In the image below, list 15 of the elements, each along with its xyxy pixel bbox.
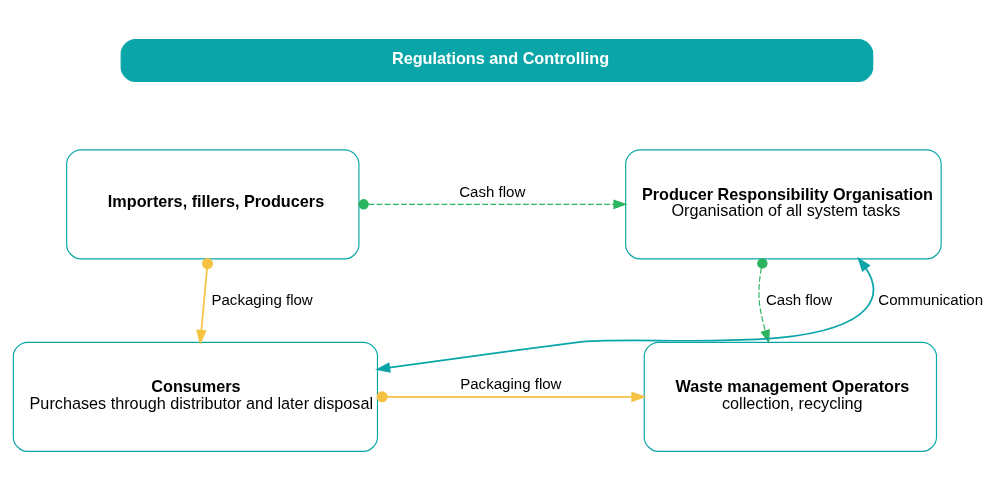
arrow xyxy=(757,258,770,344)
edge-label: Packaging flow xyxy=(460,375,562,393)
edge-label: Cash flow xyxy=(459,182,526,200)
node-box: Producer Responsibility Organisation Organisation of all system tasks xyxy=(625,149,942,260)
arrow xyxy=(375,256,875,373)
edge-label: Cash flow xyxy=(765,290,833,308)
arrow xyxy=(376,391,647,403)
arrow xyxy=(358,199,628,210)
node-box: Consumers Purchases through distributor and later disposal xyxy=(12,341,379,452)
edge-label: Packaging flow xyxy=(211,290,313,308)
arrow xyxy=(196,258,213,345)
node-box: Importers, fillers, Producers xyxy=(66,149,360,260)
node-box: Waste management Operators collection, recycling xyxy=(643,341,938,452)
edge-label: Communication xyxy=(878,290,984,308)
node-box: Regulations and Controlling xyxy=(120,39,874,82)
